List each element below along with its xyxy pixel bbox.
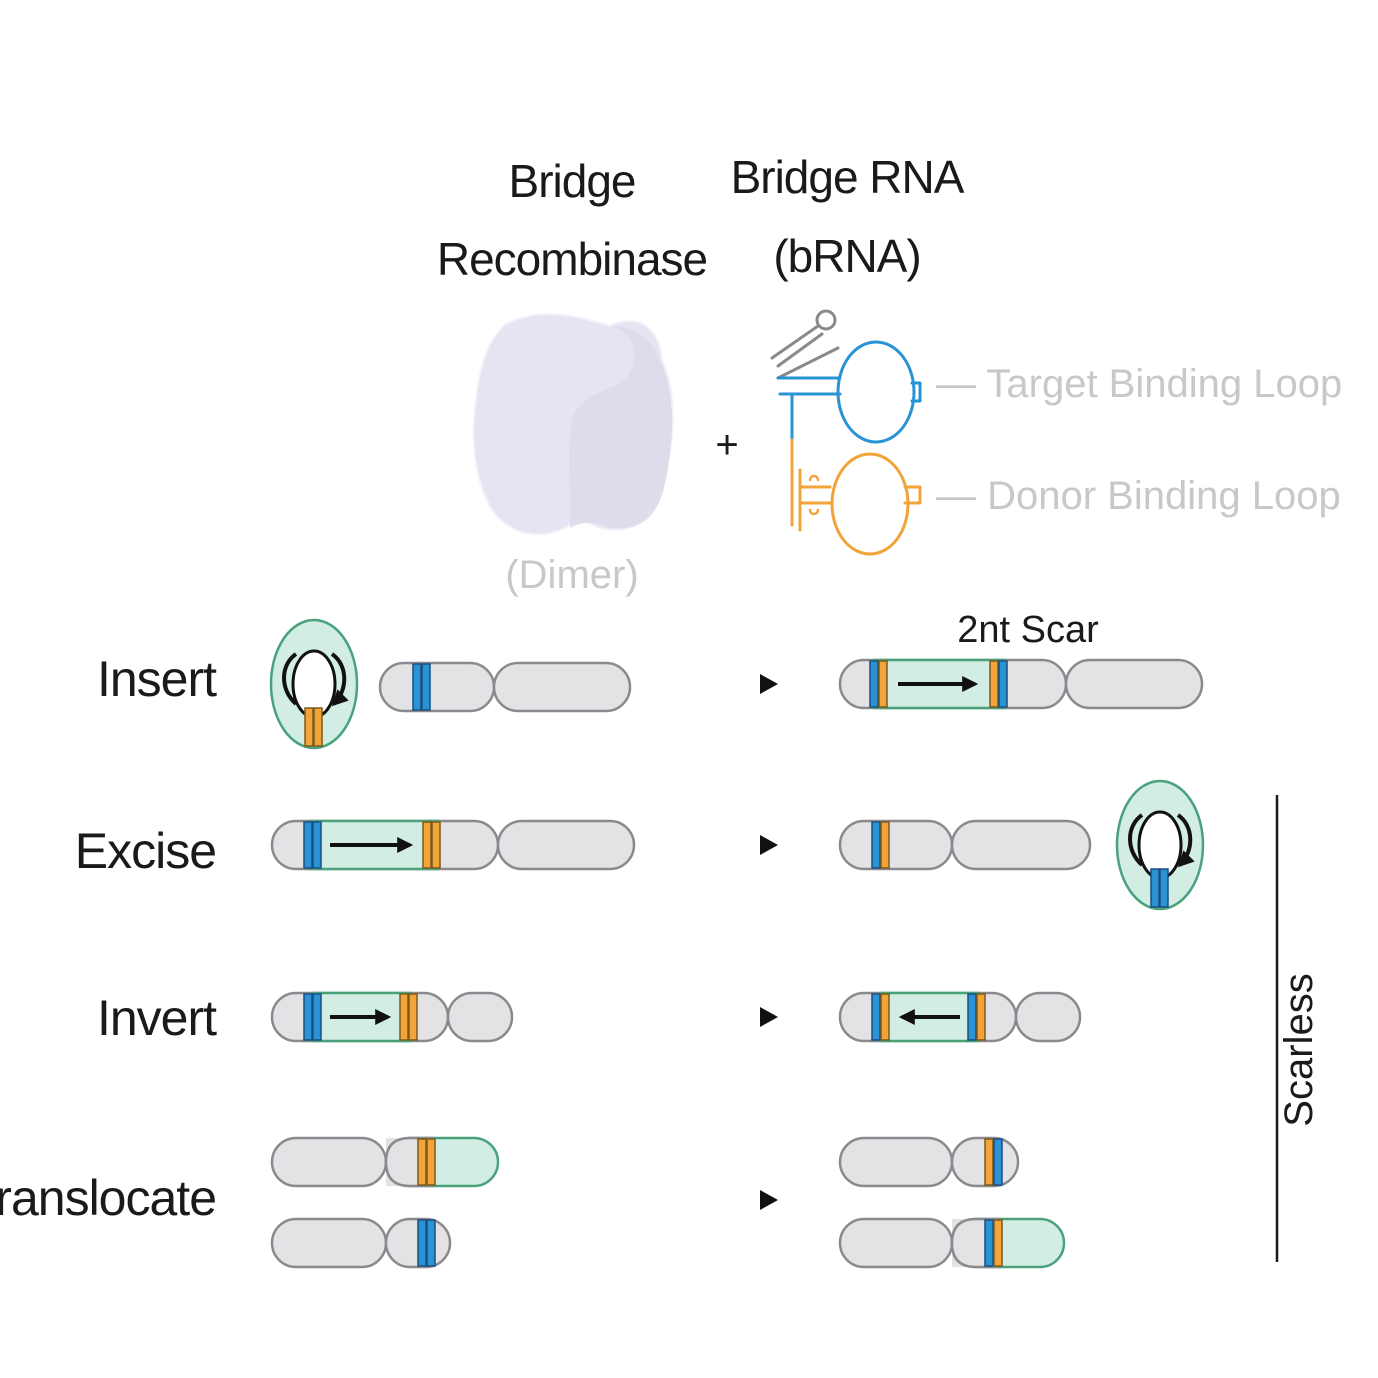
translocate-label: Translocate (0, 1170, 216, 1226)
scarless-label: Scarless (1277, 973, 1321, 1126)
insert-reaction-arrow (678, 674, 778, 694)
invert-label: Invert (97, 990, 217, 1046)
translocate-substrate-dna (270, 1136, 500, 1269)
recombinase-title-line2: Recombinase (437, 233, 707, 285)
excise-label: Excise (75, 823, 216, 879)
invert-substrate-dna (270, 991, 514, 1043)
recombinase-dimer-note: (Dimer) (505, 553, 638, 597)
rna-title-line1: Bridge RNA (731, 151, 965, 203)
excise-substrate-dna (270, 819, 636, 871)
translocate-reaction-arrow (678, 1190, 778, 1210)
insert-product-dna (838, 658, 1204, 710)
recombinase-title-line1: Bridge (509, 155, 636, 207)
bridge-rna-group: Bridge RNA (bRNA) — Target Binding Loop … (731, 151, 1342, 556)
excise-row: Excise (75, 779, 1205, 911)
rna-title-line2: (bRNA) (773, 230, 920, 282)
recombinase-group: Bridge Recombinase (Dimer) (437, 155, 708, 597)
insert-scar-label: 2nt Scar (957, 609, 1099, 651)
plus-sign: + (715, 423, 738, 467)
insert-donor-circle (269, 618, 359, 750)
invert-reaction-arrow (678, 1007, 778, 1027)
scarless-bracket: Scarless (1275, 795, 1321, 1262)
translocate-row: Translocate (0, 1136, 1066, 1269)
recombinase-dimer-icon (472, 313, 674, 536)
invert-row: Invert (97, 990, 1082, 1046)
excise-reaction-arrow (678, 835, 778, 855)
bridge-rna-structure-icon (770, 309, 922, 556)
excise-product-circle (1115, 779, 1205, 911)
insert-target-dna (378, 661, 632, 713)
donor-binding-loop-label: — Donor Binding Loop (936, 474, 1341, 518)
excise-product-dna (838, 819, 1092, 871)
target-binding-loop-label: — Target Binding Loop (936, 362, 1342, 406)
translocate-product-dna (838, 1136, 1066, 1269)
invert-product-dna (838, 991, 1082, 1043)
insert-row: Insert 2nt Scar (97, 609, 1204, 750)
insert-label: Insert (97, 651, 217, 707)
